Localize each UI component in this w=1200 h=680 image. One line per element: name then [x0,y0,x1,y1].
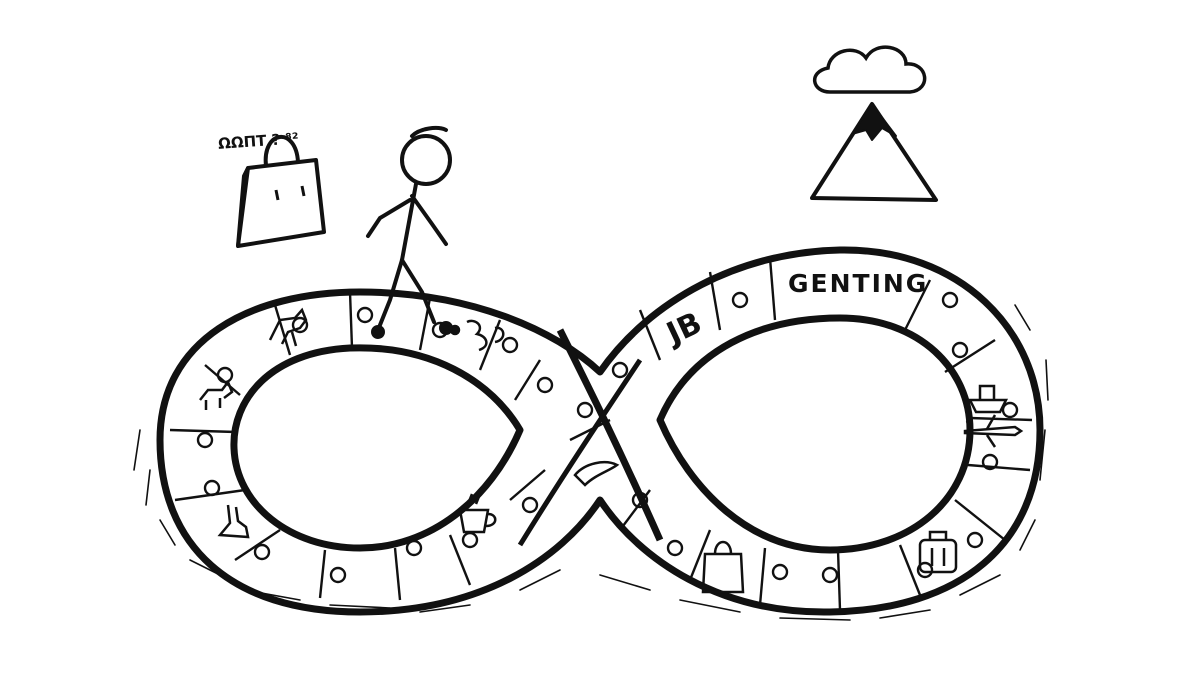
road-inner-left [230,344,524,552]
shopping-bag-icon [701,540,745,594]
dog-icon [199,379,234,410]
road-inner-right [656,314,974,554]
puzzle-seams [169,257,1033,611]
label-jb: JB [660,306,707,353]
cat-icon [268,307,308,347]
tiny-map-icon [449,319,505,352]
airplane-icon [963,414,1024,448]
stick-figure-icon [366,126,453,339]
bird-icon [573,461,620,487]
boot-icon [217,504,250,539]
ship-icon [967,384,1009,414]
infinity-road [156,246,1044,616]
label-genting: GENTING [788,269,928,298]
road-outer-edge [156,246,1044,616]
cloud-icon [813,45,927,94]
mountain-icon [810,102,938,202]
motion-scribbles [133,304,1049,621]
cup-icon [458,493,497,534]
shopping-bag-icon [236,134,326,248]
suitcase-icon [918,530,958,574]
road-crossing-a [556,328,664,542]
bag-scribble-text: ΩΩΠT ? ⁸² [218,129,300,153]
road-crossing-b [517,358,643,547]
